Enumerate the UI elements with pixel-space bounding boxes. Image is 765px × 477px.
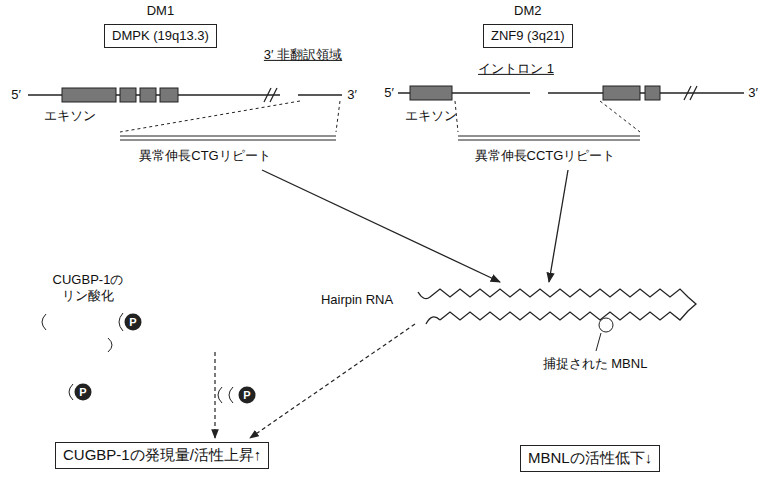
label-holder: 3′ 非翻訳領域 (264, 47, 342, 63)
rna-strand (430, 289, 696, 320)
label-holder: 5′ (384, 85, 394, 101)
rna-label: Hairpin RNA (321, 292, 393, 307)
box-text: CUGBP-1の発現量/活性上昇↑ (63, 446, 261, 465)
break-mark (684, 86, 691, 100)
phospho-mark: P (239, 387, 256, 404)
zoom-line (120, 101, 300, 132)
strand-end: 3′ (347, 87, 357, 102)
box-text: ZNF9 (3q21) (491, 28, 565, 44)
repeat-bar (120, 139, 336, 140)
label-holder: 捕捉された MBNL (543, 356, 648, 372)
box-text: DMPK (19q13.3) (112, 28, 209, 44)
break-mark (690, 86, 697, 100)
arrow-line (549, 170, 568, 282)
result-box: MBNLの活性低下↓ (520, 445, 660, 472)
phospho-mark: P (75, 384, 92, 401)
repeat-bar (458, 139, 640, 140)
protein-label: 捕捉された MBNL (543, 356, 648, 371)
label-holder: 異常伸長CCTGリピート (475, 148, 616, 164)
label-holder: 3′ (347, 87, 357, 103)
exon-block (410, 86, 452, 100)
exon-block (120, 88, 136, 102)
disease-heading: DM1 (147, 3, 174, 19)
zoom-line (336, 101, 340, 132)
process-label: CUGBP-1の リン酸化 (53, 272, 124, 303)
dashed-arrow (250, 324, 415, 438)
dashed-arrow (214, 352, 215, 438)
exon-block (603, 86, 640, 100)
label-holder: 5′ (11, 87, 21, 103)
break-mark (270, 88, 277, 102)
exon-block (140, 88, 156, 102)
repeat-label: 異常伸長CTGリピート (139, 148, 270, 163)
label-holder: 異常伸長CTGリピート (139, 148, 270, 164)
label-holder: P (239, 387, 256, 404)
exon-label: エキソン (405, 108, 457, 123)
label-holder: エキソン (405, 108, 457, 124)
label-holder: Hairpin RNA (321, 292, 393, 308)
rna-strand (426, 317, 440, 324)
protein-outline (42, 314, 46, 330)
rna-strand (418, 292, 430, 299)
region-label: イントロン 1 (478, 61, 554, 76)
repeat-label: 異常伸長CCTGリピート (475, 148, 616, 163)
gene-line (298, 94, 342, 96)
leader-line (596, 333, 601, 351)
box-text: MBNLの活性低下↓ (528, 449, 652, 468)
exon-block (62, 88, 116, 102)
repeat-bar (120, 135, 336, 136)
protein-outline (119, 313, 123, 331)
label-holder: エキソン (44, 108, 96, 124)
label-holder: P (125, 314, 142, 331)
arrow-line (262, 170, 500, 282)
strand-end: 3′ (748, 85, 758, 100)
protein-outline (108, 338, 112, 352)
strand-end: 5′ (11, 87, 21, 102)
repeat-bar (458, 135, 640, 136)
exon-block (160, 88, 178, 102)
phospho-mark: P (125, 314, 142, 331)
zoom-line (600, 101, 640, 132)
protein-outline (229, 387, 233, 403)
disease-heading: DM2 (514, 3, 541, 19)
gene-box: DM1DMPK (19q13.3) (104, 24, 217, 48)
protein-outline (218, 387, 222, 403)
break-mark (264, 88, 271, 102)
label-holder: 3′ (748, 85, 758, 101)
region-label: 3′ 非翻訳領域 (264, 47, 342, 62)
protein-outline (69, 384, 73, 400)
label-holder: P (75, 384, 92, 401)
exon-label: エキソン (44, 108, 96, 123)
gene-box: DM2ZNF9 (3q21) (483, 24, 573, 48)
mbnl-protein (599, 318, 613, 332)
label-holder: イントロン 1 (478, 61, 554, 77)
result-box: CUGBP-1の発現量/活性上昇↑ (55, 442, 269, 469)
label-holder: CUGBP-1の リン酸化 (44, 272, 132, 305)
exon-block (645, 86, 660, 100)
strand-end: 5′ (384, 85, 394, 100)
